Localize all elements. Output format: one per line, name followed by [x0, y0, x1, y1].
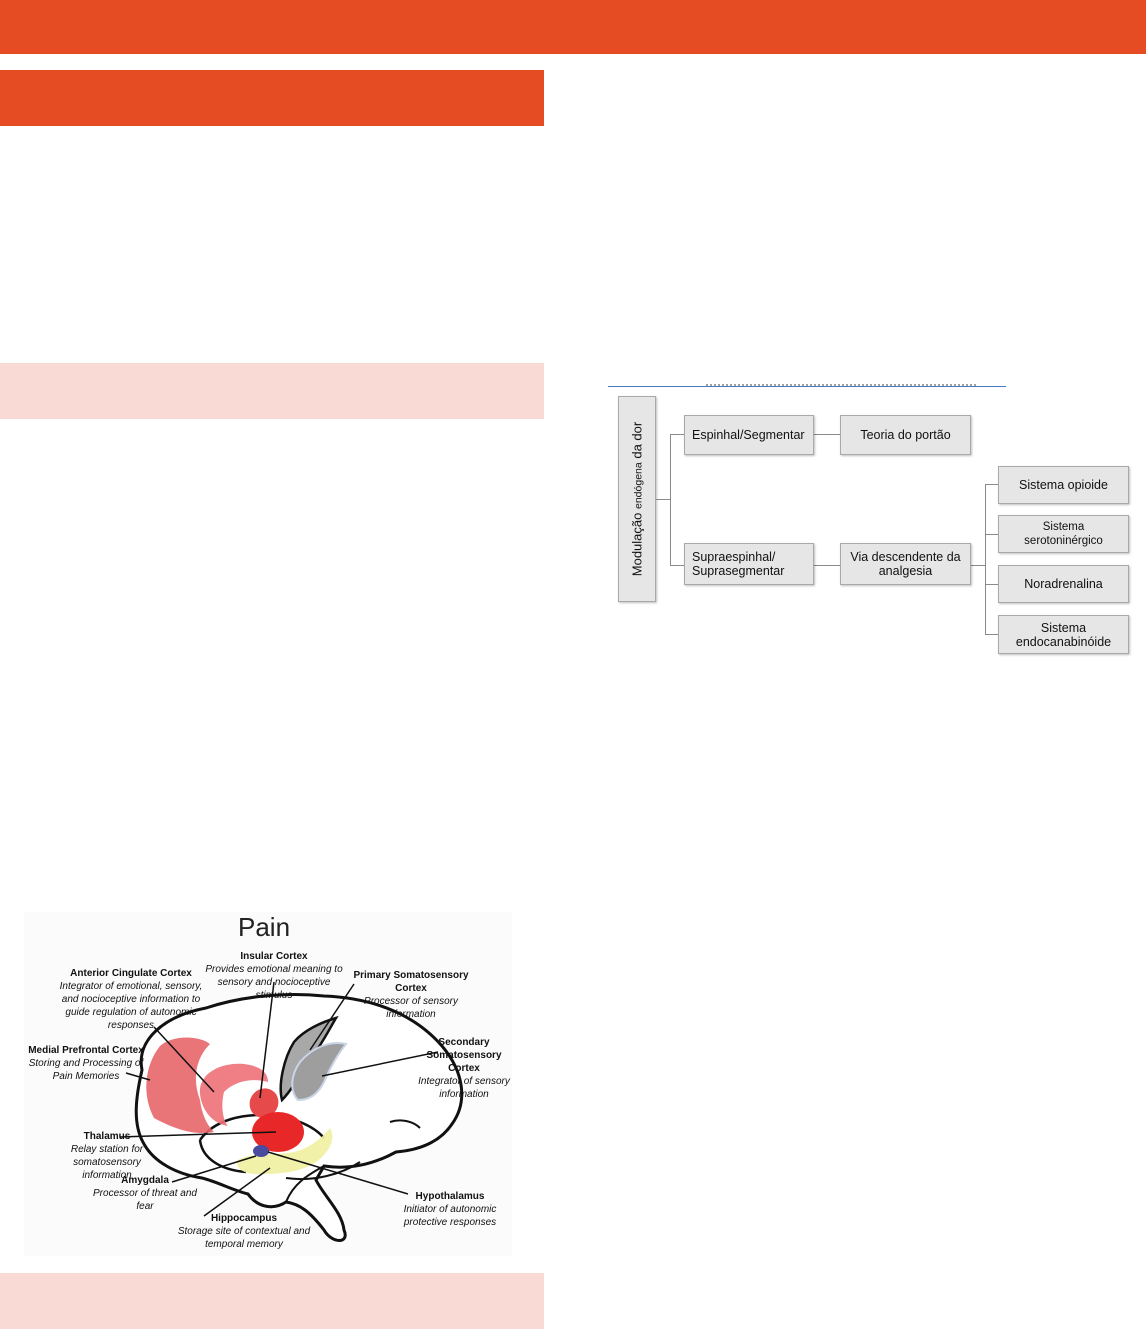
root-label-end: da dor: [630, 422, 645, 459]
flowchart-top-dots: [706, 384, 976, 388]
node-spinal: Espinhal/Segmentar: [684, 415, 814, 455]
node-serotonin: Sistema serotoninérgico: [998, 515, 1129, 553]
root-label-main: Modulação: [630, 513, 645, 577]
connector: [814, 565, 840, 566]
amygdala-title: Amygdala: [90, 1174, 200, 1187]
label-anterior-cingulate: Anterior Cingulate Cortex Integrator of …: [56, 967, 206, 1032]
pain-modulation-flowchart: Modulação endógena da dor Espinhal/Segme…: [606, 384, 1146, 664]
insular-desc: Provides emotional meaning to sensory an…: [204, 963, 344, 1002]
label-hippocampus: Hippocampus Storage site of contextual a…: [174, 1212, 314, 1251]
node-descending-pathway: Via descendente da analgesia: [840, 543, 971, 585]
connector: [985, 484, 986, 635]
node-gate-theory: Teoria do portão: [840, 415, 971, 455]
connector: [985, 584, 998, 585]
node-noradrenaline: Noradrenalina: [998, 565, 1129, 603]
node-opioid-label: Sistema opioide: [1019, 478, 1108, 492]
connector: [670, 565, 684, 566]
connector: [985, 484, 998, 485]
pain-brain-figure: Pain Insular Corte: [24, 912, 512, 1256]
connector: [971, 565, 985, 566]
section-header-bar: [0, 70, 544, 126]
root-node: Modulação endógena da dor: [618, 396, 656, 602]
primary-somato-title: Primary Somatosensory Cortex: [346, 969, 476, 995]
connector: [814, 434, 840, 435]
label-primary-somatosensory: Primary Somatosensory Cortex Processor o…: [346, 969, 476, 1021]
secondary-somato-title: Secondary Somatosensory Cortex: [416, 1036, 512, 1075]
header-bar: [0, 0, 1146, 54]
primary-somato-desc: Processor of sensory information: [346, 995, 476, 1021]
highlight-box-1: [0, 363, 544, 419]
thalamus-title: Thalamus: [52, 1130, 162, 1143]
node-descending-label-1: Via descendente da: [850, 550, 960, 564]
node-supraspinal: Supraespinhal/ Suprasegmentar: [684, 543, 814, 585]
connector: [670, 434, 671, 566]
mpfc-desc: Storing and Processing of Pain Memories: [24, 1057, 148, 1083]
hippocampus-title: Hippocampus: [174, 1212, 314, 1225]
node-spinal-label: Espinhal/Segmentar: [692, 428, 805, 442]
highlight-box-2: [0, 1273, 544, 1329]
node-serotonin-label: Sistema serotoninérgico: [1002, 520, 1125, 548]
node-endocannabinoid-label-2: endocanabinóide: [1016, 635, 1111, 649]
insular-title: Insular Cortex: [204, 950, 344, 963]
amygdala-region: [253, 1145, 269, 1157]
hypothalamus-desc: Initiator of autonomic protective respon…: [394, 1203, 506, 1229]
node-gate-label: Teoria do portão: [860, 428, 950, 442]
acc-desc: Integrator of emotional, sensory, and no…: [56, 980, 206, 1032]
hypothalamus-title: Hypothalamus: [394, 1190, 506, 1203]
node-descending-label-2: analgesia: [879, 564, 933, 578]
node-supra-label-2: Suprasegmentar: [692, 564, 784, 578]
secondary-somato-desc: Integrator of sensory information: [416, 1075, 512, 1101]
label-insular-cortex: Insular Cortex Provides emotional meanin…: [204, 950, 344, 1002]
label-amygdala: Amygdala Processor of threat and fear: [90, 1174, 200, 1213]
connector: [670, 434, 684, 435]
node-endocannabinoid-label-1: Sistema: [1041, 621, 1086, 635]
label-hypothalamus: Hypothalamus Initiator of autonomic prot…: [394, 1190, 506, 1229]
acc-title: Anterior Cingulate Cortex: [56, 967, 206, 980]
node-noradrenaline-label: Noradrenalina: [1024, 577, 1103, 591]
node-opioid: Sistema opioide: [998, 466, 1129, 504]
hippocampus-desc: Storage site of contextual and temporal …: [174, 1225, 314, 1251]
connector: [985, 534, 998, 535]
amygdala-desc: Processor of threat and fear: [90, 1187, 200, 1213]
node-supra-label-1: Supraespinhal/: [692, 550, 775, 564]
connector: [985, 634, 998, 635]
root-label-small: endógena: [633, 462, 645, 509]
label-secondary-somatosensory: Secondary Somatosensory Cortex Integrato…: [416, 1036, 512, 1101]
mpfc-title: Medial Prefrontal Cortex: [24, 1044, 148, 1057]
node-endocannabinoid: Sistema endocanabinóide: [998, 615, 1129, 654]
label-medial-prefrontal: Medial Prefrontal Cortex Storing and Pro…: [24, 1044, 148, 1083]
connector: [656, 499, 670, 500]
